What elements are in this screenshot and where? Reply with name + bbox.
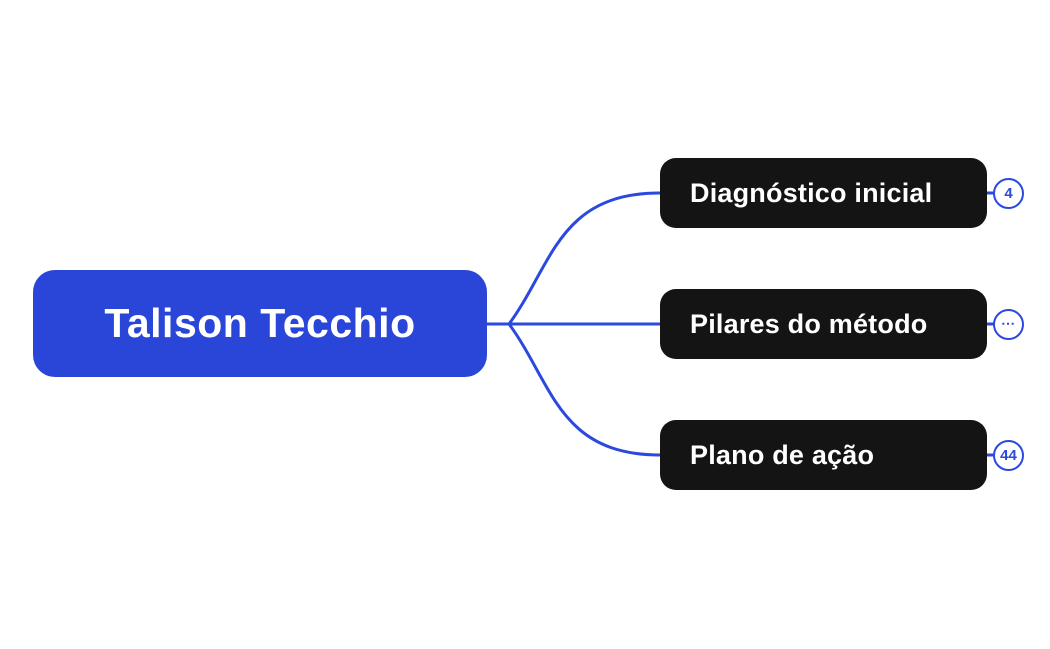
badge-value: ⋯ (1001, 314, 1016, 331)
node-label: Plano de ação (690, 439, 875, 470)
root-node-label: Talison Tecchio (104, 300, 416, 346)
ellipsis-badge-icon[interactable]: ⋯ (993, 309, 1024, 340)
connector-root-to-child-2 (485, 322, 662, 457)
badge-value: 4 (1004, 185, 1013, 202)
badge-value: 44 (1000, 447, 1017, 464)
node-plano-de-acao[interactable]: Plano de ação (660, 420, 987, 490)
node-pilares-do-metodo[interactable]: Pilares do método (660, 289, 987, 359)
root-node[interactable]: Talison Tecchio (33, 270, 487, 377)
child-count-badge[interactable]: 44 (993, 440, 1024, 471)
connector-root-to-child-0 (485, 191, 662, 326)
node-diagnostico-inicial[interactable]: Diagnóstico inicial (660, 158, 987, 228)
node-label: Diagnóstico inicial (690, 177, 933, 208)
child-count-badge[interactable]: 4 (993, 178, 1024, 209)
node-label: Pilares do método (690, 308, 928, 339)
